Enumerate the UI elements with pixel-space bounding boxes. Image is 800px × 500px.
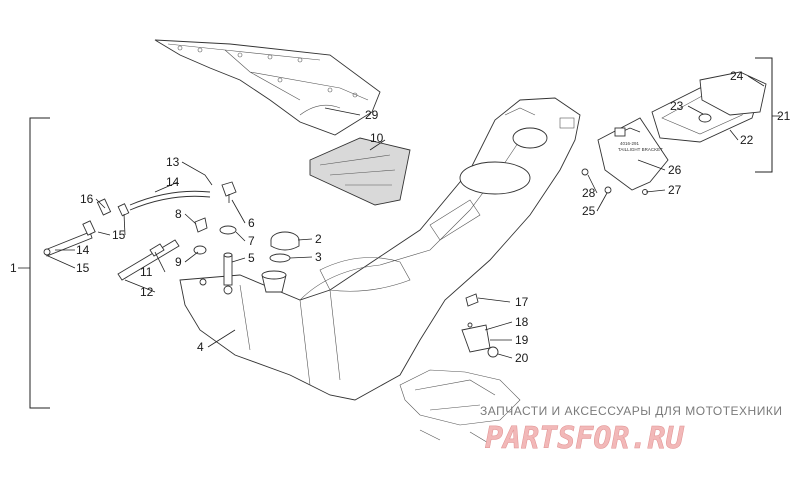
fuel-tank-body xyxy=(179,97,581,401)
seat-foam-part xyxy=(309,137,411,206)
callout-labels: 1 2 3 4 5 6 7 8 9 10 11 12 13 14 14 15 1… xyxy=(10,69,791,365)
mount-hardware xyxy=(461,293,499,358)
leader-lines xyxy=(47,75,765,359)
callout-19: 19 xyxy=(515,333,529,347)
callout-25: 25 xyxy=(582,204,596,218)
callout-27: 27 xyxy=(668,183,682,197)
callout-10: 10 xyxy=(370,131,384,145)
callout-24: 24 xyxy=(730,69,744,83)
callout-1: 1 xyxy=(10,261,17,275)
bracket-partno-label: 4016-291 xyxy=(620,141,640,146)
watermark-logo: PARTSFOR.RU xyxy=(485,421,685,456)
callout-7: 7 xyxy=(248,234,255,248)
watermark: ЗАПЧАСТИ И АКСЕССУАРЫ ДЛЯ МОТОТЕХНИКИ PA… xyxy=(480,404,782,456)
callout-12: 12 xyxy=(140,285,154,299)
callout-14-upper: 14 xyxy=(166,175,180,189)
callout-8: 8 xyxy=(175,207,182,221)
callout-26: 26 xyxy=(668,163,682,177)
callout-15-upper: 15 xyxy=(112,228,126,242)
callout-15-lower: 15 xyxy=(76,261,90,275)
callout-20: 20 xyxy=(515,351,529,365)
seat-cover-part xyxy=(154,39,381,136)
callout-5: 5 xyxy=(248,251,255,265)
watermark-caption: ЗАПЧАСТИ И АКСЕССУАРЫ ДЛЯ МОТОТЕХНИКИ xyxy=(480,404,782,418)
fuel-cap-assembly xyxy=(261,231,300,293)
callout-3: 3 xyxy=(315,250,322,264)
callout-14-lower: 14 xyxy=(76,243,90,257)
group-21-bracket xyxy=(755,57,773,173)
fuel-hose-parts xyxy=(43,190,211,281)
frame-reference xyxy=(399,369,521,445)
callout-13: 13 xyxy=(166,155,180,169)
callout-6: 6 xyxy=(248,216,255,230)
callout-29: 29 xyxy=(365,108,379,122)
callout-18: 18 xyxy=(515,315,529,329)
callout-16: 16 xyxy=(80,192,94,206)
fuel-valve-parts xyxy=(193,181,237,295)
bracket-name-label: TAILLIGHT BRACKET xyxy=(618,147,663,152)
callout-2: 2 xyxy=(315,232,322,246)
callout-22: 22 xyxy=(740,133,754,147)
callout-23: 23 xyxy=(670,99,684,113)
taillight-assembly: 4016-291 TAILLIGHT BRACKET xyxy=(581,71,767,195)
group-1-bracket xyxy=(29,117,50,409)
callout-21: 21 xyxy=(777,109,791,123)
callout-28: 28 xyxy=(582,186,596,200)
callout-17: 17 xyxy=(515,295,529,309)
callout-11: 11 xyxy=(140,265,153,279)
callout-4: 4 xyxy=(197,340,204,354)
callout-9: 9 xyxy=(175,255,182,269)
